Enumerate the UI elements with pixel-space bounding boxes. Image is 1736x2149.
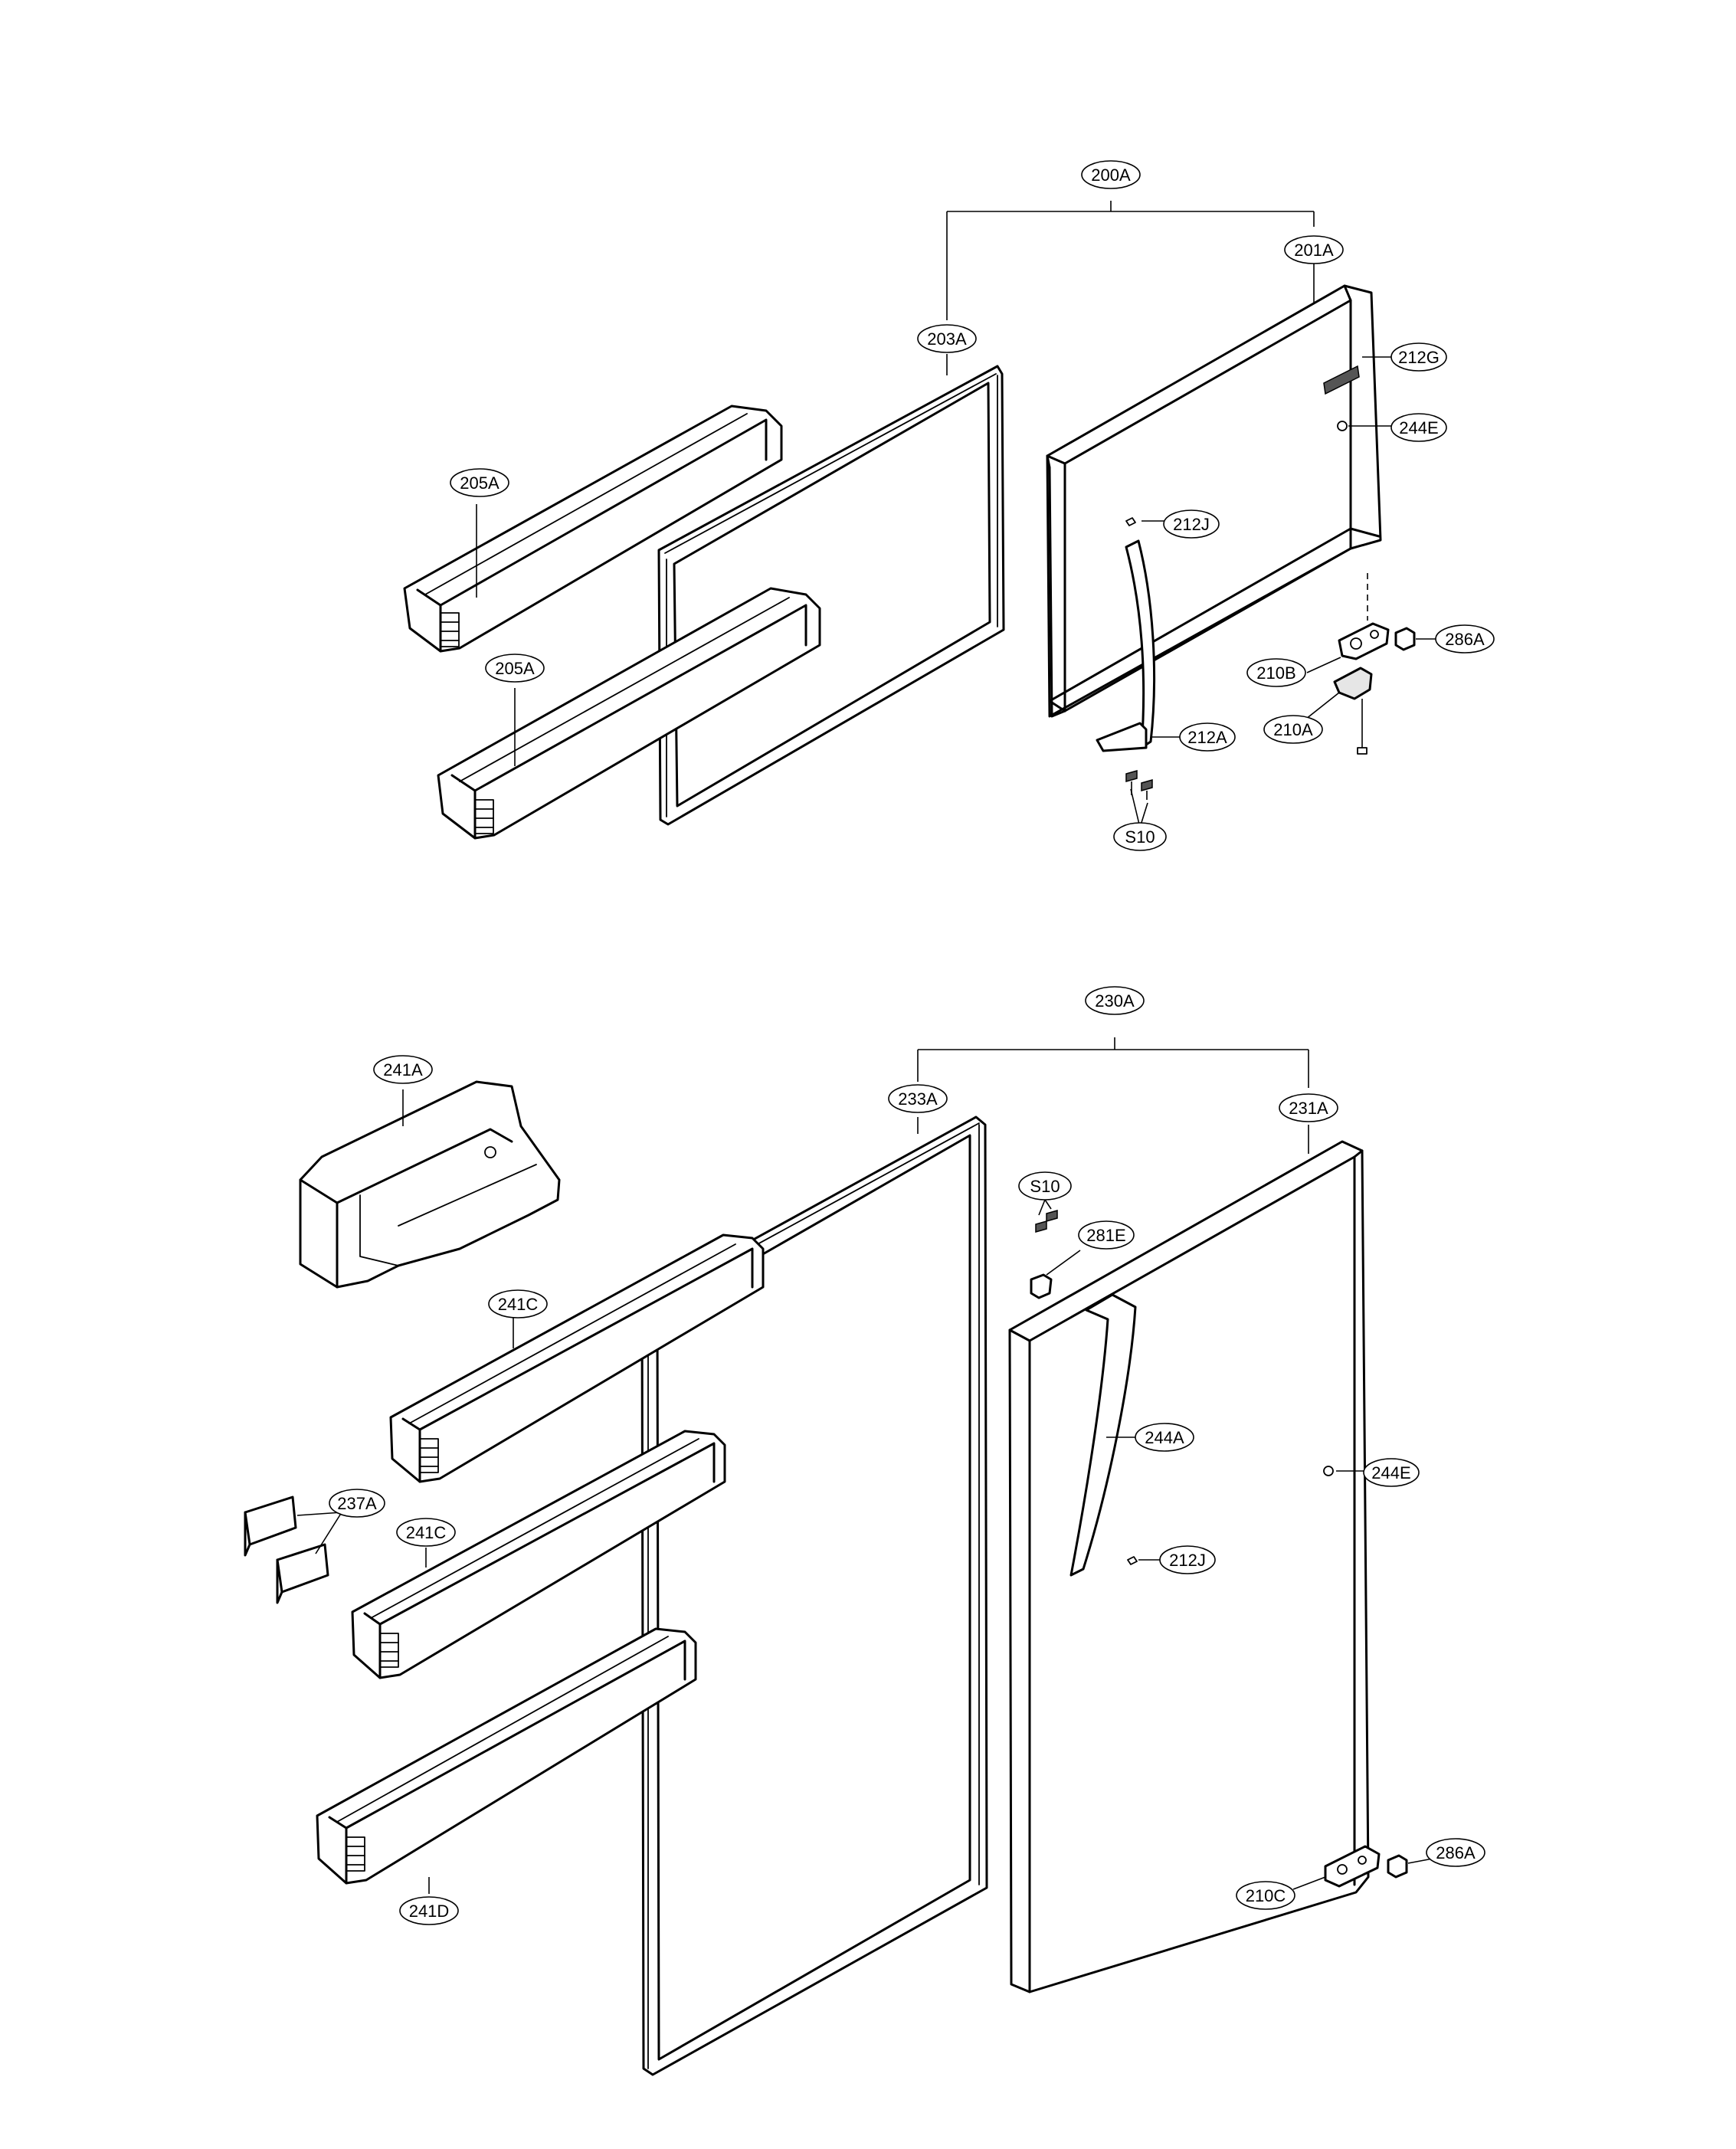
callout-237A: 237A	[329, 1489, 385, 1518]
svg-text:201A: 201A	[1294, 241, 1334, 260]
svg-text:286A: 286A	[1436, 1843, 1476, 1862]
callout-S10-top: S10	[1113, 822, 1167, 851]
svg-text:241D: 241D	[409, 1902, 450, 1921]
callout-212A: 212A	[1179, 722, 1236, 752]
svg-text:212J: 212J	[1173, 515, 1210, 534]
callout-281E: 281E	[1078, 1220, 1135, 1250]
callout-286A-top: 286A	[1435, 624, 1495, 654]
callout-241D: 241D	[399, 1896, 459, 1925]
callout-203A: 203A	[917, 324, 977, 353]
svg-text:244E: 244E	[1399, 418, 1438, 437]
callout-230A: 230A	[1085, 986, 1145, 1015]
svg-text:210C: 210C	[1246, 1886, 1286, 1905]
callout-244E-bottom: 244E	[1363, 1458, 1420, 1487]
callout-210C: 210C	[1236, 1881, 1295, 1910]
svg-text:230A: 230A	[1095, 991, 1135, 1011]
callout-201A: 201A	[1284, 235, 1344, 264]
callout-241C-lower: 241C	[396, 1518, 456, 1547]
callout-205A-lower: 205A	[485, 654, 545, 683]
svg-text:231A: 231A	[1289, 1099, 1328, 1118]
freezer-door-assembly	[403, 201, 1439, 840]
callout-212J-top: 212J	[1163, 509, 1220, 539]
callout-244A: 244A	[1135, 1423, 1194, 1452]
screw-hole-244E-bottom	[1323, 1466, 1334, 1476]
svg-text:S10: S10	[1030, 1177, 1060, 1196]
callout-244E-top: 244E	[1390, 413, 1447, 442]
svg-text:210A: 210A	[1273, 720, 1313, 739]
callout-233A: 233A	[888, 1084, 948, 1113]
callout-210B: 210B	[1246, 658, 1306, 687]
callout-205A-upper: 205A	[450, 468, 509, 497]
svg-text:233A: 233A	[898, 1089, 938, 1109]
svg-text:203A: 203A	[927, 329, 967, 349]
door-bin-241D	[316, 1627, 697, 1885]
door-bin-205A-lower	[437, 587, 821, 840]
callout-286A-bottom: 286A	[1426, 1838, 1485, 1867]
callout-212G: 212G	[1390, 342, 1447, 372]
svg-text:237A: 237A	[337, 1494, 377, 1513]
callout-labels: 200A 201A 203A 212G 244E 205A 212J 205A …	[329, 160, 1495, 1925]
svg-text:205A: 205A	[495, 659, 535, 678]
callout-212J-bottom: 212J	[1159, 1545, 1216, 1574]
svg-text:212G: 212G	[1398, 348, 1440, 367]
bin-clips-237A	[244, 1495, 329, 1604]
hinge-parts-top	[1333, 573, 1416, 755]
door-handle-212A	[1096, 539, 1156, 752]
svg-text:281E: 281E	[1086, 1226, 1125, 1245]
door-handle-244A	[1069, 1293, 1137, 1577]
screw-hole-244E	[1337, 421, 1348, 431]
callout-210A: 210A	[1263, 715, 1323, 744]
callout-241A: 241A	[373, 1055, 433, 1084]
svg-text:241A: 241A	[383, 1060, 423, 1079]
svg-text:S10: S10	[1125, 827, 1155, 847]
svg-text:241C: 241C	[498, 1295, 539, 1314]
svg-text:200A: 200A	[1091, 165, 1131, 185]
svg-text:286A: 286A	[1445, 630, 1485, 649]
svg-text:244E: 244E	[1371, 1463, 1410, 1482]
door-gasket-233A	[640, 1115, 988, 2076]
callout-200A: 200A	[1081, 160, 1141, 189]
door-bin-241C-upper	[389, 1233, 765, 1483]
svg-text:241C: 241C	[406, 1523, 447, 1542]
svg-text:212A: 212A	[1187, 728, 1227, 747]
plug-281E	[1030, 1273, 1053, 1299]
callout-241C-upper: 241C	[488, 1289, 548, 1319]
svg-text:210B: 210B	[1256, 663, 1295, 683]
callout-231A: 231A	[1279, 1093, 1338, 1122]
door-bin-241A	[299, 1080, 561, 1289]
svg-text:212J: 212J	[1169, 1551, 1206, 1570]
hinge-parts-bottom	[1035, 1210, 1408, 1888]
door-bin-205A-upper	[403, 405, 783, 653]
svg-text:244A: 244A	[1145, 1428, 1184, 1447]
door-bin-241C-lower	[351, 1430, 726, 1679]
callout-S10-bottom: S10	[1018, 1171, 1072, 1201]
logo-plate-212G	[1323, 365, 1360, 395]
freezer-door-201A	[1046, 284, 1382, 718]
screws-top	[1125, 770, 1153, 800]
svg-text:205A: 205A	[460, 473, 500, 493]
